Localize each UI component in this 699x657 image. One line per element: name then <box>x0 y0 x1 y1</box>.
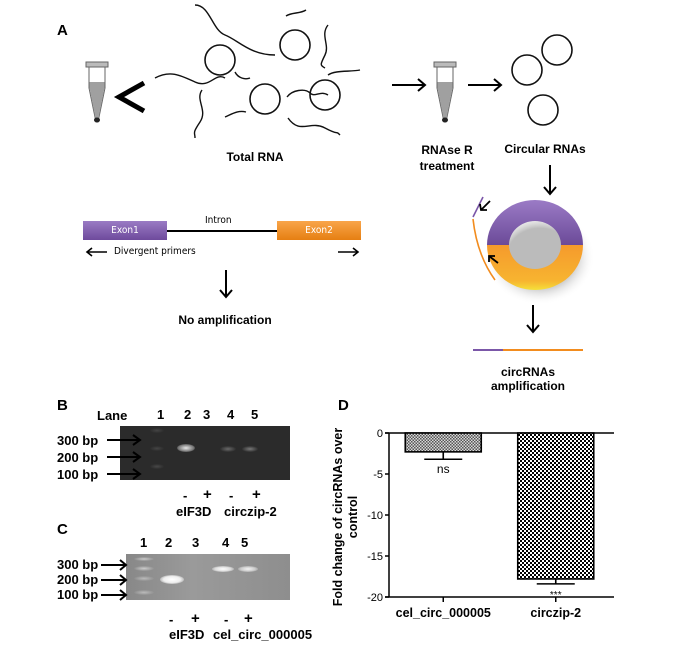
marker-label: 300 bp <box>57 557 99 572</box>
significance-label: *** <box>550 590 562 601</box>
gel-band <box>242 446 258 452</box>
group-label: eIF3D <box>169 627 205 642</box>
marker-label: 100 bp <box>57 467 99 482</box>
exon2-label: Exon2 <box>305 225 333 236</box>
group-label: eIF3D <box>176 504 212 519</box>
treatment-sign: + <box>203 486 212 503</box>
ladder-band <box>134 566 154 571</box>
arrow-down-icon <box>543 165 557 196</box>
panel-b-letter: B <box>57 397 68 414</box>
rnase-label: RNAse R treatment <box>415 142 479 174</box>
lane-number: 5 <box>251 407 259 422</box>
circular-rnas-label: Circular RNAs <box>504 142 586 156</box>
treatment-sign: + <box>244 610 253 627</box>
y-tick-label: -10 <box>367 510 383 522</box>
gel-band <box>160 575 184 584</box>
gel-band <box>238 566 258 572</box>
tube-icon <box>85 61 109 123</box>
y-tick-label: -5 <box>373 469 383 481</box>
lane-number: 1 <box>157 407 165 422</box>
amplicon-orange-segment <box>503 349 583 351</box>
total-rna-illustration <box>154 4 361 139</box>
treatment-sign: - <box>169 612 174 627</box>
tube-icon <box>433 61 457 123</box>
treatment-sign: + <box>252 486 261 503</box>
y-tick-label: -20 <box>367 592 383 604</box>
group-label: cel_circ_000005 <box>213 627 313 642</box>
y-tick-label: 0 <box>377 428 383 440</box>
ladder-band <box>134 576 154 581</box>
lane-number: 5 <box>241 535 249 550</box>
lane-number: 3 <box>203 407 211 422</box>
arrow-down-icon <box>526 305 540 334</box>
lane-label: Lane <box>97 408 128 423</box>
intron-line <box>167 230 277 232</box>
marker-label: 100 bp <box>57 587 99 602</box>
marker-label: 200 bp <box>57 450 99 465</box>
circrnas-amplification-label: circRNAs amplification <box>490 365 565 393</box>
ladder-band <box>150 464 164 469</box>
gel-b <box>120 426 290 480</box>
gel-c <box>126 554 290 600</box>
marker-arrows <box>107 434 142 480</box>
arrow-right-icon <box>338 247 360 257</box>
lane-number: 4 <box>222 535 230 550</box>
circular-rnas-illustration <box>511 34 573 126</box>
group-label: circzip-2 <box>224 504 277 519</box>
gel-band <box>212 566 234 572</box>
gel-band <box>220 446 236 452</box>
ladder-band <box>134 590 154 595</box>
rnase-label-line1: RNAse R <box>421 143 473 157</box>
ladder-band <box>150 428 164 433</box>
chevron-icon <box>113 80 146 114</box>
total-rna-label: Total RNA <box>226 150 284 164</box>
arrow-right-icon <box>468 78 503 92</box>
treatment-sign: - <box>183 488 188 503</box>
arrow-down-icon <box>219 270 233 299</box>
exon1-label: Exon1 <box>111 225 139 236</box>
intron-label: Intron <box>205 215 232 226</box>
y-tick-label: -15 <box>367 551 383 563</box>
arrow-right-icon <box>392 78 427 92</box>
marker-label: 300 bp <box>57 433 99 448</box>
treatment-sign: - <box>229 488 234 503</box>
exon2-box: Exon2 <box>277 221 361 240</box>
lane-number: 4 <box>227 407 235 422</box>
amplicon-purple-segment <box>473 349 503 351</box>
lane-number: 2 <box>184 407 192 422</box>
lane-number: 2 <box>165 535 173 550</box>
panel-a-letter: A <box>57 22 68 39</box>
marker-label: 200 bp <box>57 572 99 587</box>
gel-band <box>177 444 195 452</box>
exon1-box: Exon1 <box>83 221 167 240</box>
no-amplification-label: No amplification <box>178 313 272 327</box>
marker-arrows <box>101 559 128 601</box>
x-tick-label: cel_circ_000005 <box>396 606 491 620</box>
divergent-primers-label: Divergent primers <box>114 246 196 257</box>
x-tick-label: circzip-2 <box>530 606 581 620</box>
rnase-label-line2: treatment <box>419 159 475 173</box>
treatment-sign: - <box>224 612 229 627</box>
circrna-ring-illustration <box>472 196 595 305</box>
bar <box>516 432 595 580</box>
lane-number: 1 <box>140 535 148 550</box>
panel-d-letter: D <box>338 397 349 414</box>
ladder-band <box>150 446 164 451</box>
significance-label: ns <box>437 462 450 476</box>
bar <box>404 432 483 453</box>
panel-c-letter: C <box>57 521 68 538</box>
lane-number: 3 <box>192 535 200 550</box>
arrow-left-icon <box>85 247 107 257</box>
treatment-sign: + <box>191 610 200 627</box>
ladder-band <box>134 557 154 561</box>
